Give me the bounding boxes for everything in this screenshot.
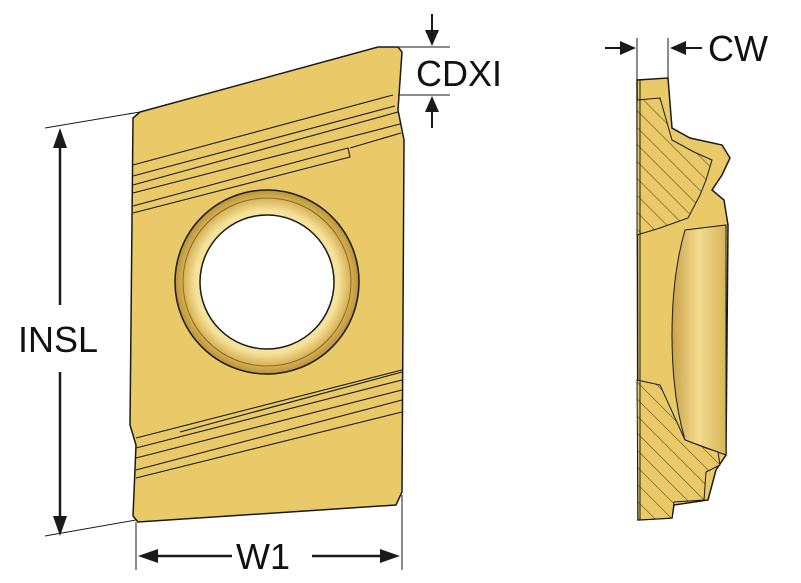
upper-chipbreaker-grooves: [132, 94, 402, 214]
arrow-left-icon: [670, 41, 686, 55]
section-upper-hatch: [636, 97, 713, 236]
cw-dimension: [605, 38, 702, 80]
w1-label: W1: [236, 536, 290, 577]
w1-dimension: [135, 495, 403, 570]
arrow-up-icon: [53, 128, 67, 148]
arrow-down-icon: [425, 30, 439, 46]
section-lower-hatch: [636, 379, 721, 521]
cdxi-label: CDXI: [416, 53, 502, 94]
bore-surface: [671, 224, 727, 456]
arrow-left-icon: [138, 549, 158, 563]
cw-label: CW: [708, 28, 768, 69]
cdxi-dimension: [398, 14, 450, 128]
insl-dimension: [44, 111, 141, 537]
arrow-right-icon: [380, 549, 400, 563]
arrow-right-icon: [620, 41, 636, 55]
insl-label: INSL: [18, 319, 98, 360]
clamp-hole: [199, 214, 335, 350]
insert-front-view: [129, 46, 405, 523]
arrow-down-icon: [53, 516, 67, 536]
arrow-up-icon: [425, 96, 439, 112]
insert-side-view: [636, 77, 731, 521]
lower-chipbreaker-grooves: [135, 369, 403, 479]
